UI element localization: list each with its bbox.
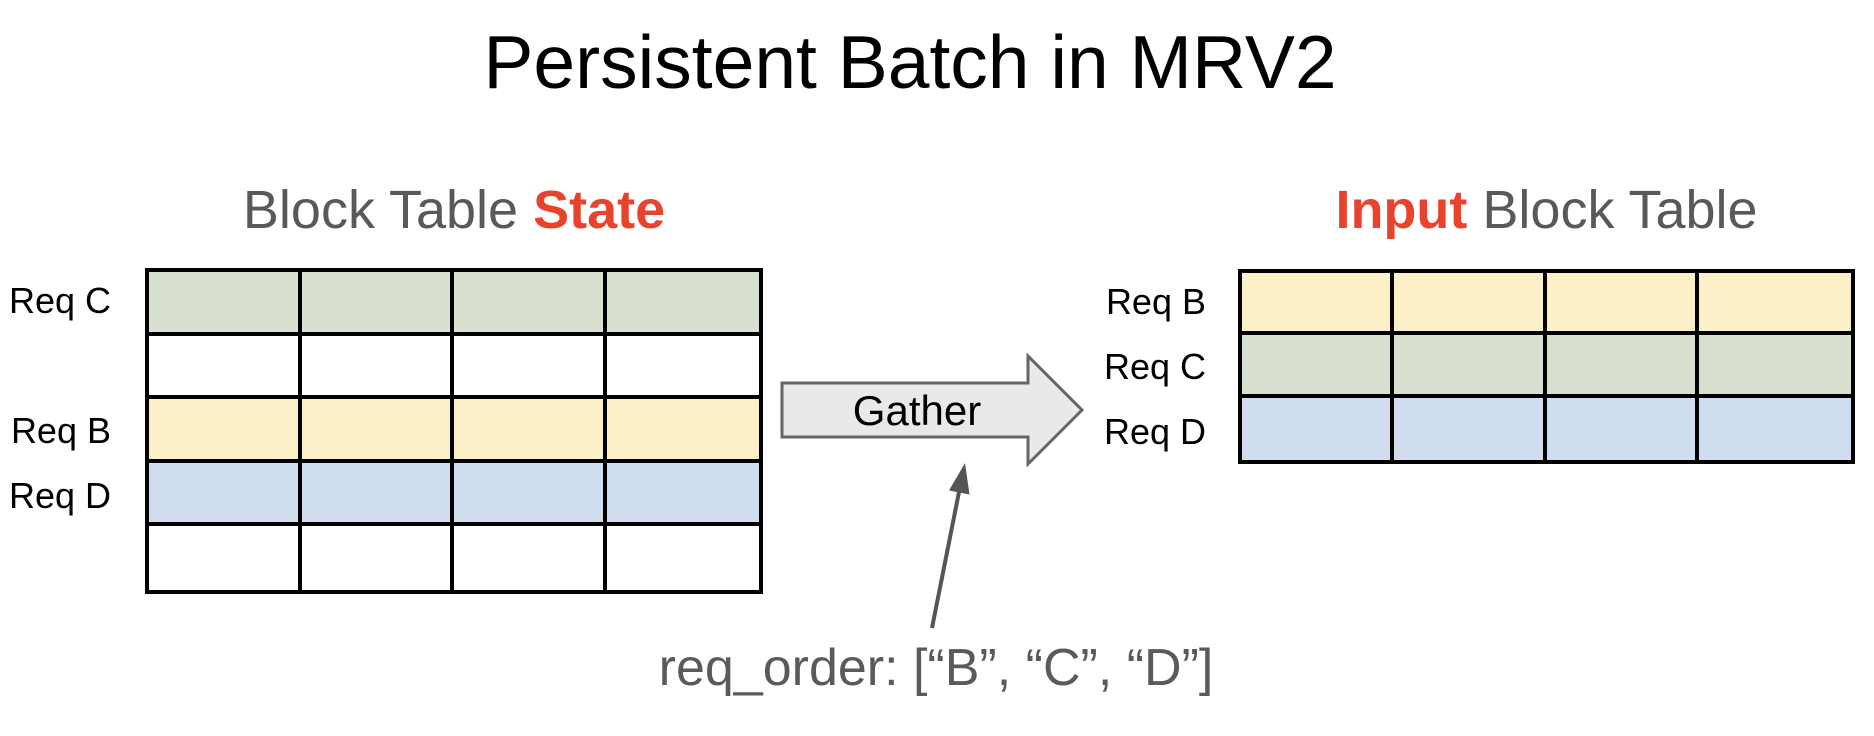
table-cell <box>454 399 607 463</box>
table-cell <box>454 526 607 590</box>
table-cell <box>1698 397 1851 460</box>
row-label-req-c-input: Req C <box>1103 346 1206 387</box>
diagram-title: Persistent Batch in MRV2 <box>483 20 1337 104</box>
table-cell <box>1394 335 1547 398</box>
input-block-table <box>1238 269 1855 464</box>
table-cell <box>149 526 302 590</box>
table-cell <box>1242 397 1395 460</box>
table-cell <box>606 335 759 400</box>
table-cell <box>1546 335 1699 398</box>
right-heading-text: Block Table <box>1467 180 1758 240</box>
table-cell <box>454 272 607 336</box>
table-cell <box>606 272 759 336</box>
table-cell <box>454 335 607 400</box>
table-cell <box>1698 335 1851 398</box>
table-cell <box>606 526 759 590</box>
table-cell <box>149 272 302 336</box>
right-table-heading: Input Block Table <box>1238 181 1855 239</box>
right-heading-accent: Input <box>1335 180 1468 240</box>
table-cell <box>301 335 454 400</box>
table-cell <box>1546 397 1699 460</box>
table-cell <box>1546 273 1699 336</box>
row-label-req-b-input: Req B <box>1105 281 1206 322</box>
req-order-annotation: req_order: [“B”, “C”, “D”] <box>658 639 1214 697</box>
table-cell <box>606 399 759 463</box>
left-table-heading: Block Table State <box>145 181 763 239</box>
table-cell <box>149 335 302 400</box>
table-cell <box>1394 273 1547 336</box>
row-label-req-c-state: Req C <box>8 280 111 321</box>
gather-arrow-label: Gather <box>853 387 981 434</box>
table-cell <box>149 462 302 527</box>
gather-arrow: Gather <box>780 353 1085 467</box>
table-cell <box>149 399 302 463</box>
table-cell <box>454 462 607 527</box>
table-cell <box>301 526 454 590</box>
req-order-pointer-arrow <box>930 463 970 629</box>
table-cell <box>606 462 759 527</box>
table-cell <box>1242 335 1395 398</box>
table-cell <box>1394 397 1547 460</box>
pointer-arrow-line <box>930 491 961 629</box>
table-cell <box>1698 273 1851 336</box>
table-cell <box>301 272 454 336</box>
state-block-table <box>145 268 763 594</box>
row-label-req-d-state: Req D <box>8 475 111 516</box>
left-heading-accent: State <box>533 180 666 240</box>
row-label-req-d-input: Req D <box>1103 411 1206 452</box>
row-label-req-b-state: Req B <box>10 410 111 451</box>
pointer-arrow-head <box>949 463 970 495</box>
gather-arrow-shape <box>780 353 1085 467</box>
left-heading-text: Block Table <box>242 180 534 240</box>
table-cell <box>301 399 454 463</box>
table-cell <box>1242 273 1395 336</box>
table-cell <box>301 462 454 527</box>
